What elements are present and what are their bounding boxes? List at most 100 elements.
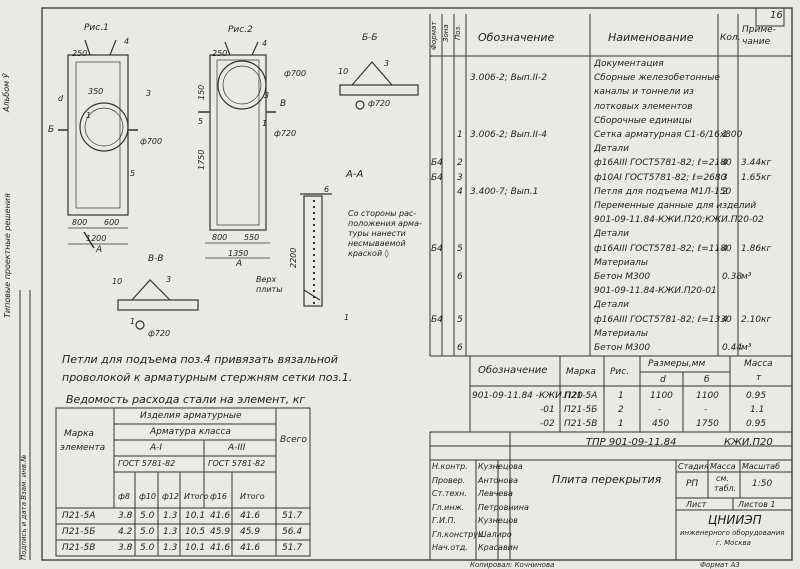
aa-pos: 6 [324,185,330,194]
note-line: проволокой к арматурным стержням сетки п… [62,371,353,384]
steel-head: А-I [150,443,163,453]
tb-cell: РП [686,479,699,489]
signer-role: Г.И.П. [432,516,457,525]
aa-top-label: плиты [256,285,283,294]
steel-cell: 5.0 [140,543,155,553]
marks-cell: 1 [618,419,624,429]
marks-head: Рис. [610,367,630,377]
fig1-pos: 4 [124,37,130,46]
marks-cell: - [658,405,662,415]
steel-head: Всего [280,435,307,445]
vv-dim: ф720 [148,329,171,338]
steel-col: Итого [240,492,265,501]
spec-cell: 3 [457,172,463,183]
signer-name: Кузнецова [478,462,523,471]
spec-cell: м³ [741,272,752,282]
spec-head: Кол. [720,33,741,43]
spec-cell: 3.006-2; Вып.II-4 [470,130,547,140]
fig2-dim: 250 [212,49,228,58]
spec-cell: ф16АIII ГОСТ5781-82; ℓ=2180 [594,158,732,169]
aa-note-line: несмываемой [348,239,406,248]
tb-cell: 1:50 [752,479,773,489]
copied-by: Копировал: Кочнинова [470,561,555,569]
steel-head: Марка [64,429,94,439]
spec-head: Формат [430,21,438,50]
steel-cell: 41.6 [210,543,231,553]
steel-cell: 56.4 [282,527,303,537]
steel-title: Ведомость расхода стали на элемент, кг [66,393,306,406]
spec-cell: 4 [722,243,728,254]
steel-head: Арматура класса [150,427,231,437]
marks-cell: 0.95 [746,391,767,401]
fig1-pos: 3 [146,89,152,98]
aa-note-line: Со стороны рас- [348,209,417,218]
aa-title: А-А [346,169,364,180]
marks-cell: 1 [618,391,624,401]
steel-cell: 45.9 [210,527,231,537]
tb-cell: см. [716,474,729,483]
signer-role: Н.контр. [432,462,468,471]
marks-head: Размеры,мм [648,359,706,369]
fig1-dim: 600 [104,218,120,227]
signer-role: Провер. [432,475,466,485]
fig2-dim: 550 [244,233,260,242]
bb-pos: 10 [338,67,349,76]
spec-cell: 4 [457,186,463,197]
aa-note-line: положения арма- [348,219,422,228]
marks-cell: П21-5В [564,419,598,429]
steel-cell: 45.9 [240,527,261,537]
steel-col: ф16 [210,492,228,501]
spec-cell: 901-09-11.84-КЖИ.П20;КЖИ.П20-02 [594,215,764,226]
marks-cell: 1750 [696,419,719,429]
note-line: Петли для подъема поз.4 привязать вязаль… [62,353,338,366]
steel-cell: 4.2 [118,527,133,537]
doc-mark: КЖИ.П20 [724,437,773,448]
spec-cell: Сборные железобетонные [594,73,720,84]
spec-cell: Сборочные единицы [594,115,692,126]
spec-cell: Документация [594,59,664,69]
marks-head: Марка [566,367,596,377]
bb-pos: 3 [384,59,390,68]
aa-dim: 2200 [289,247,298,268]
org-name: ЦНИИЭП [708,513,762,527]
spec-cell: 4 [722,314,728,325]
series-label: Типовые проектные решения [3,193,12,318]
spec-cell: Материалы [594,257,648,268]
marks-cell: П21-5Б [564,405,598,415]
marks-head: d [660,375,666,385]
spec-cell: 4 [722,158,728,169]
spec-cell: 6 [457,272,463,282]
spec-cell: 3 [722,172,728,183]
spec-cell: Сетка арматурная С1-6/16х800 [594,130,743,140]
doc-code: ТПР 901-09-11.84 [586,437,677,448]
spec-cell: Бетон М300 [594,343,651,353]
signer-role: Гл.конструк. [432,529,486,539]
fig1-dim: 350 [88,87,104,96]
steel-cell: 51.7 [282,543,303,553]
steel-col: Итого [184,492,209,501]
steel-cell: 10.1 [185,511,206,521]
tb-head: Масса [710,462,736,471]
marks-head: т [756,373,762,383]
spec-cell: 1.65кг [741,172,772,183]
fig2-section: А [236,259,243,269]
marks-cell: 0.95 [746,419,767,429]
aa-top-label: Верх [256,275,277,284]
marks-cell: - [704,405,708,415]
doc-name: Плита перекрытия [552,473,662,486]
spec-cell: Переменные данные для изделий [594,201,757,211]
steel-head: Изделия арматурные [140,411,242,421]
marks-cell: 1.1 [750,405,765,415]
steel-cell: 1.3 [163,511,178,521]
spec-cell: 3.400-7; Вып.1 [470,186,539,197]
org-sub: инженерного оборудования [680,529,785,537]
steel-cell: 5.0 [140,527,155,537]
fig1-pos: 5 [130,169,136,178]
fig1-dim: ф700 [140,137,163,146]
fig2-pos: 5 [198,117,204,126]
spec-cell: ф16АIII ГОСТ5781-82; ℓ=1180 [594,243,732,254]
steel-cell: 10.1 [185,543,206,553]
steel-head: ГОСТ 5781-82 [118,459,176,468]
steel-col: ф10 [139,492,157,501]
